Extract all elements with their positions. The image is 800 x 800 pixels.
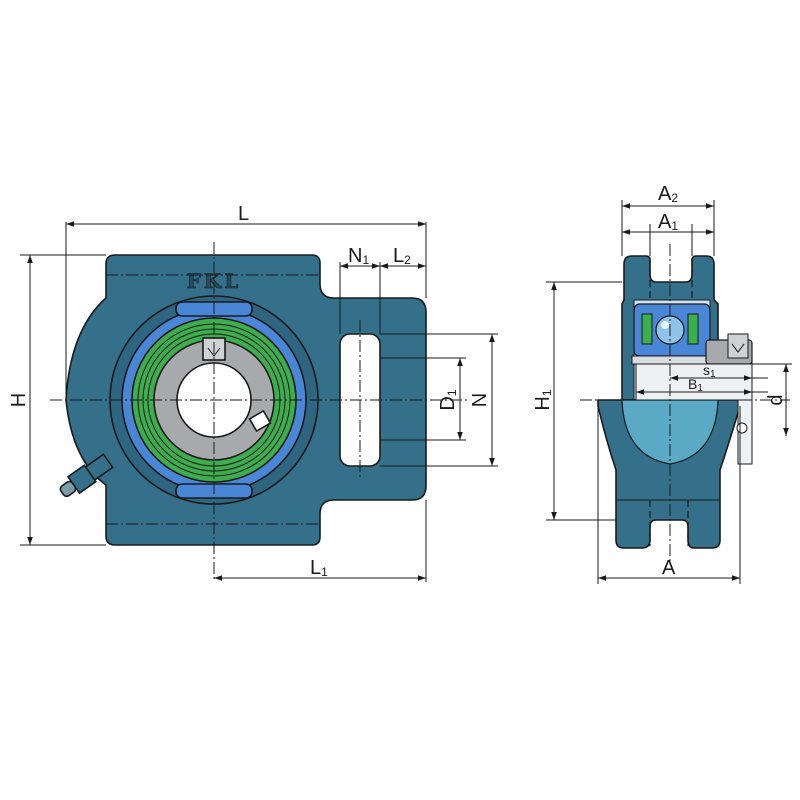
label-L2: L2	[393, 245, 411, 267]
label-S1: s1	[703, 362, 716, 380]
label-d: d	[765, 394, 787, 405]
label-A: A	[662, 557, 676, 579]
side-view: A2 A1 H1 s1 B1 d A	[532, 183, 792, 584]
lube-hole	[736, 422, 748, 434]
seal-right	[687, 313, 699, 345]
seal-left	[641, 313, 653, 345]
set-screw-collar	[727, 333, 749, 359]
set-screw-side	[248, 409, 272, 433]
label-N: N	[469, 393, 491, 407]
label-A1: A1	[658, 211, 678, 233]
label-L1: L1	[310, 557, 328, 579]
brand-mark: FKL	[187, 269, 242, 293]
label-N1: N1	[348, 245, 369, 267]
label-H: H	[8, 393, 30, 407]
label-L: L	[238, 203, 249, 225]
label-H1: H1	[532, 389, 554, 410]
label-B1: B1	[688, 376, 703, 394]
label-A2: A2	[658, 183, 678, 205]
grease-nipple	[59, 453, 114, 498]
label-D1: D1	[437, 389, 459, 410]
front-view: FKL L N1 L2 H D1 N	[8, 203, 498, 582]
